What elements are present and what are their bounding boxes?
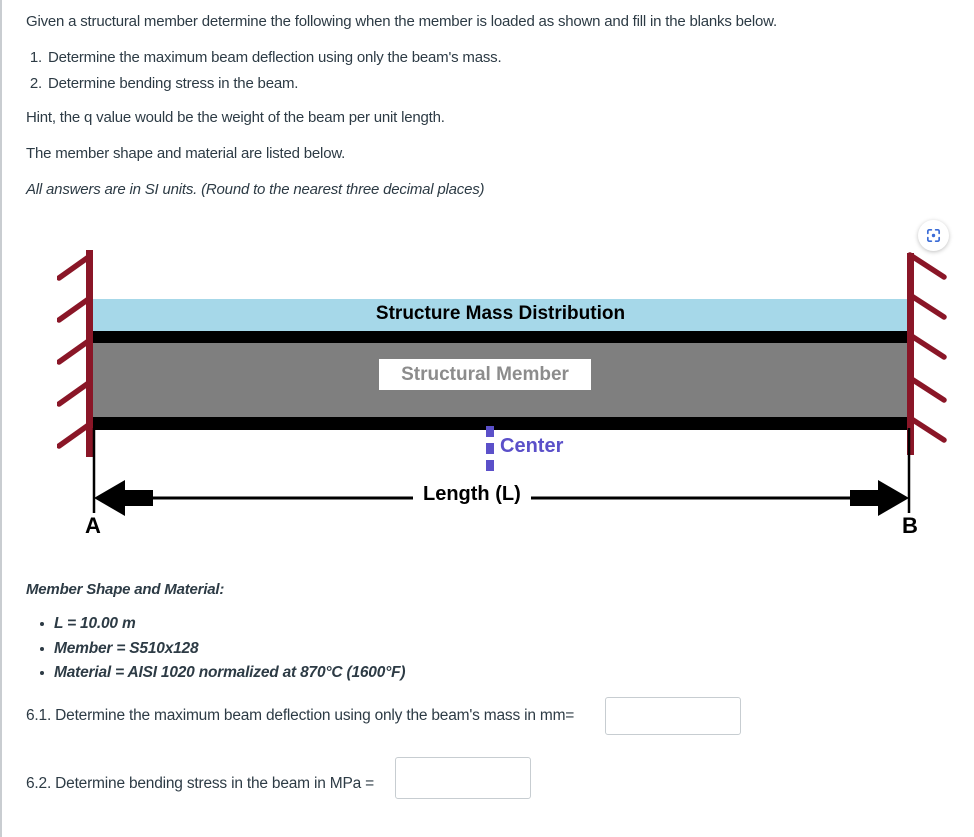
left-arrowhead-icon: [94, 480, 125, 516]
bullet-icon: [40, 621, 44, 626]
detail-bullet-item: L = 10.00 m: [40, 614, 136, 633]
list-number: 1.: [29, 49, 42, 66]
list-number: 2.: [29, 75, 42, 92]
mass-distribution-band: [93, 299, 908, 331]
bullet-text: Member = S510x128: [54, 640, 199, 657]
right-arrowhead-icon: [878, 480, 909, 516]
length-label: Length (L): [413, 483, 531, 506]
answer-input-6-1[interactable]: [605, 697, 741, 735]
list-item: 2. Determine bending stress in the beam.: [26, 74, 299, 93]
intro-paragraph: Given a structural member determine the …: [26, 13, 777, 30]
point-b-label: B: [902, 513, 918, 538]
center-label: Center: [500, 435, 564, 457]
units-note-paragraph: All answers are in SI units. (Round to t…: [26, 181, 485, 198]
focus-zoom-icon: [926, 228, 941, 243]
question-6-2-label: 6.2. Determine bending stress in the bea…: [26, 775, 374, 792]
bullet-text: L = 10.00 m: [54, 615, 136, 632]
bullet-text: Material = AISI 1020 normalized at 870°C…: [54, 664, 406, 681]
point-a-label: A: [85, 513, 101, 538]
right-fixed-support: [907, 252, 947, 455]
image-zoom-button[interactable]: [918, 220, 949, 251]
beam-bottom-flange: [90, 417, 913, 430]
list-item-text: Determine bending stress in the beam.: [48, 75, 299, 92]
detail-bullet-item: Material = AISI 1020 normalized at 870°C…: [40, 663, 406, 682]
detail-bullet-item: Member = S510x128: [40, 639, 199, 658]
question-6-1-label: 6.1. Determine the maximum beam deflecti…: [26, 707, 575, 724]
member-note-paragraph: The member shape and material are listed…: [26, 145, 346, 162]
member-details-heading: Member Shape and Material:: [26, 581, 225, 598]
left-fixed-support: [57, 250, 93, 457]
list-item-text: Determine the maximum beam deflection us…: [48, 49, 502, 66]
mass-distribution-label: Structure Mass Distribution: [375, 303, 626, 324]
bullet-icon: [40, 670, 44, 675]
hint-paragraph: Hint, the q value would be the weight of…: [26, 109, 445, 126]
beam-top-flange: [93, 331, 908, 343]
list-item: 1. Determine the maximum beam deflection…: [26, 48, 502, 67]
bullet-icon: [40, 646, 44, 651]
beam-diagram: Structure Mass Distribution Structural M…: [57, 223, 947, 545]
answer-input-6-2[interactable]: [395, 757, 531, 799]
structural-member-label: Structural Member: [379, 359, 591, 390]
center-dashed-line: [486, 426, 494, 476]
